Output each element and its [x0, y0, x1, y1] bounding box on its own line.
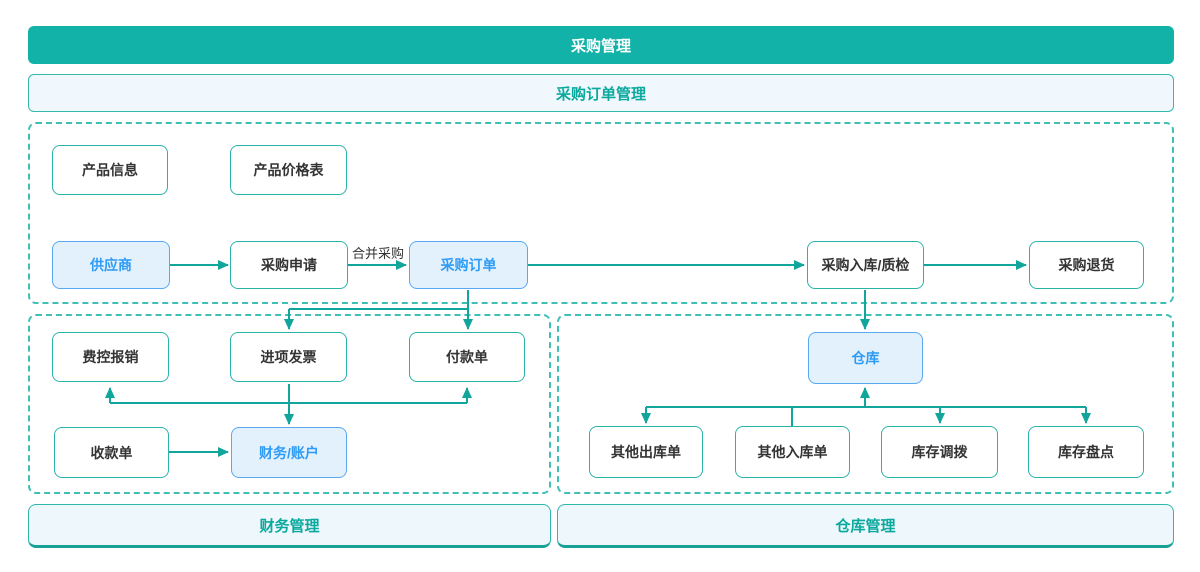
- node-receipt-order: 收款单: [54, 427, 169, 478]
- node-input-invoice: 进项发票: [230, 332, 347, 382]
- diagram-title: 采购管理: [570, 37, 631, 55]
- finance-management-bar: 财务管理: [28, 504, 551, 548]
- node-supplier: 供应商: [52, 241, 170, 289]
- warehouse-management-bar: 仓库管理: [557, 504, 1174, 548]
- node-warehouse: 仓库: [808, 332, 923, 384]
- finance-management-label: 财务管理: [259, 517, 320, 535]
- node-purchase-inbound-qc: 采购入库/质检: [807, 241, 924, 289]
- edge-label-merge-purchase: 合并采购: [351, 246, 404, 261]
- diagram-title-bar: 采购管理: [28, 26, 1174, 64]
- purchase-order-management-label: 采购订单管理: [555, 85, 646, 103]
- node-purchase-order: 采购订单: [409, 241, 528, 289]
- node-inventory-count: 库存盘点: [1028, 426, 1144, 478]
- node-other-outbound-order: 其他出库单: [589, 426, 703, 478]
- node-other-inbound-order: 其他入库单: [735, 426, 850, 478]
- node-purchase-request: 采购申请: [230, 241, 348, 289]
- node-product-info: 产品信息: [52, 145, 168, 195]
- node-inventory-transfer: 库存调拨: [881, 426, 998, 478]
- node-finance-account: 财务/账户: [231, 427, 347, 478]
- procurement-section-container: [28, 122, 1174, 304]
- node-purchase-return: 采购退货: [1029, 241, 1144, 289]
- node-product-price-list: 产品价格表: [230, 145, 347, 195]
- node-expense-reimbursement: 费控报销: [52, 332, 169, 382]
- warehouse-management-label: 仓库管理: [835, 517, 896, 535]
- node-payment-order: 付款单: [409, 332, 525, 382]
- purchase-order-management-bar: 采购订单管理: [28, 74, 1174, 112]
